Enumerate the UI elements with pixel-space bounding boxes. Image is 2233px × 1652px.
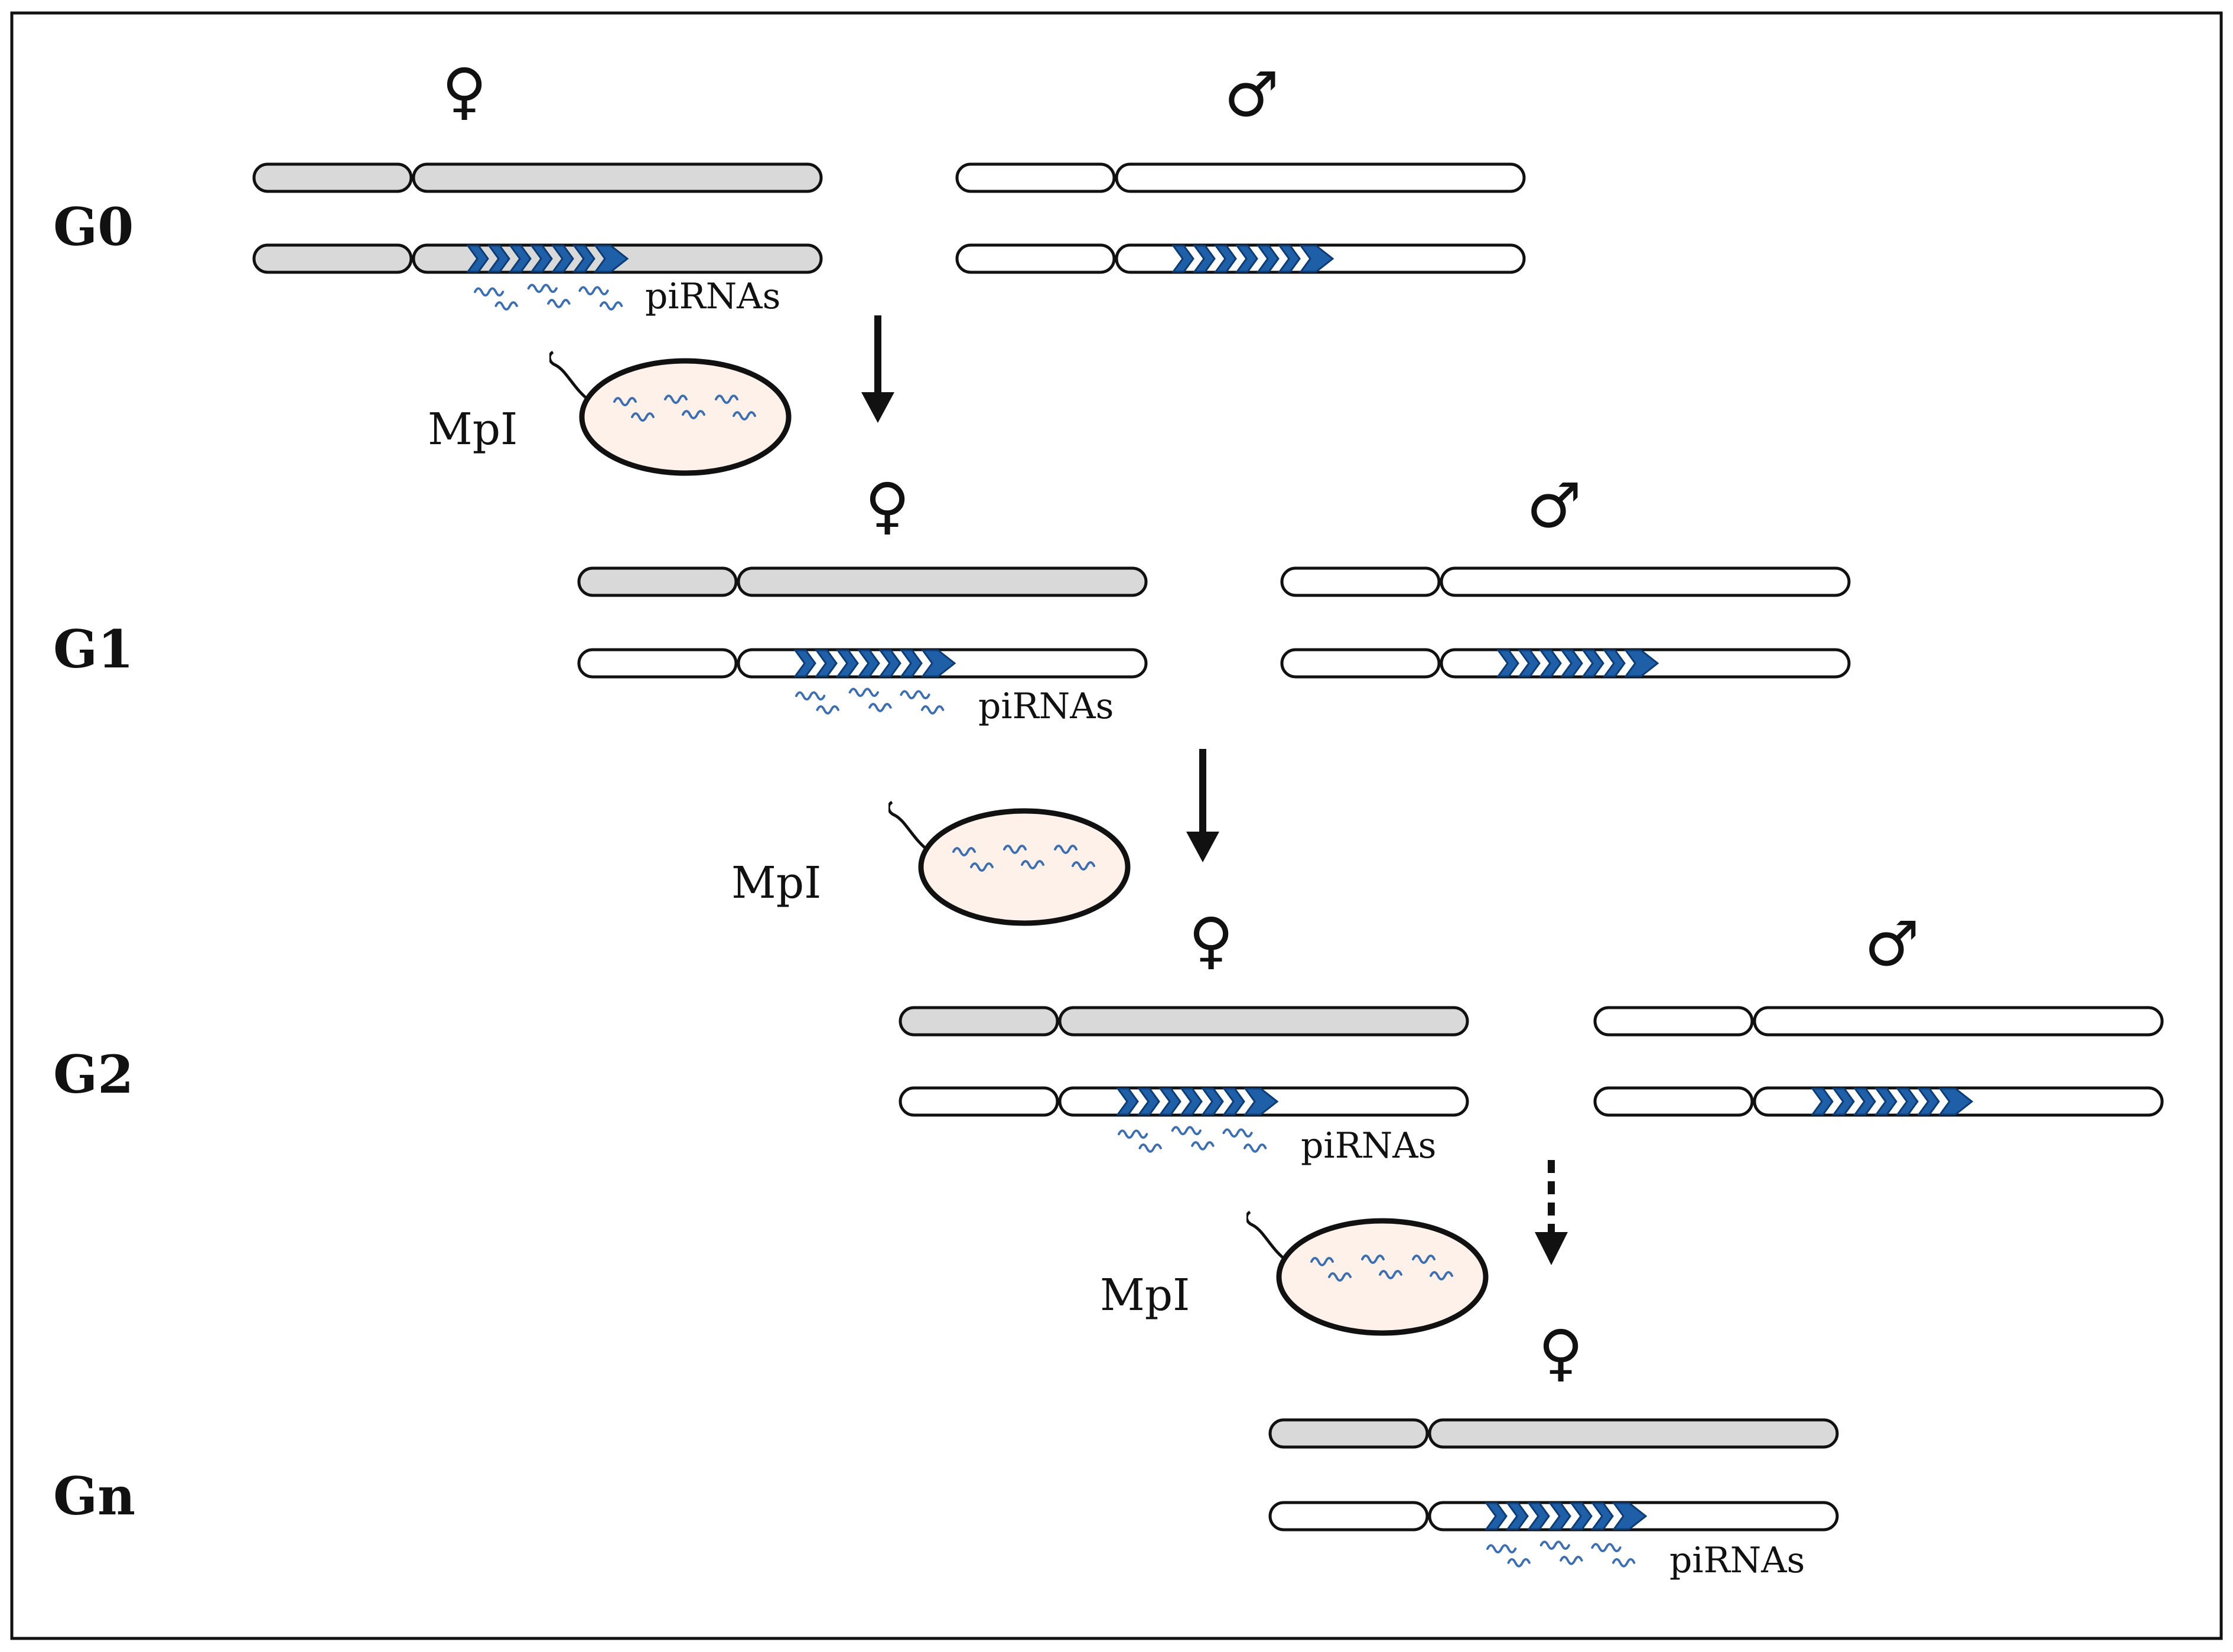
male-symbol: ♂ bbox=[1864, 908, 1919, 980]
dashed-arrow bbox=[1535, 1160, 1568, 1265]
paternal-chromosome-2 bbox=[1593, 1086, 2164, 1117]
generation-label: G2 bbox=[53, 1044, 134, 1105]
mpi-label: MpI bbox=[428, 404, 517, 455]
generation-label: Gn bbox=[53, 1465, 135, 1527]
solid-arrow bbox=[861, 315, 894, 423]
generation-g2: G2 ♀ ♂ piRNAs bbox=[53, 904, 2164, 1166]
generation-label: G1 bbox=[53, 618, 134, 680]
transmission-1: MpI bbox=[428, 315, 894, 473]
pirna-label: piRNAs bbox=[978, 686, 1114, 727]
pirna-label: piRNAs bbox=[1301, 1125, 1436, 1166]
maternal-chromosome-1 bbox=[899, 1006, 1469, 1037]
paternal-chromosome-1 bbox=[1593, 1006, 2164, 1037]
pirna-label: piRNAs bbox=[1669, 1540, 1805, 1581]
generation-label: G0 bbox=[53, 196, 134, 258]
male-symbol: ♂ bbox=[1526, 470, 1581, 542]
transmission-2: MpI bbox=[731, 749, 1219, 923]
generation-g1: G1 ♀ ♂ piRNAs bbox=[53, 470, 1851, 727]
female-symbol: ♀ bbox=[865, 470, 910, 542]
generation-g0: G0 ♀ ♂ piRNAs bbox=[53, 55, 1526, 317]
maternal-chromosome-1 bbox=[252, 162, 823, 193]
figure-border bbox=[10, 11, 2223, 1640]
solid-arrow bbox=[1186, 749, 1219, 862]
transmission-3: MpI bbox=[1100, 1160, 1568, 1333]
generation-gn: Gn ♀ piRNAs bbox=[53, 1317, 1839, 1581]
paternal-chromosome-1 bbox=[1280, 566, 1851, 597]
maternal-chromosome-1 bbox=[1268, 1418, 1839, 1449]
pirna-label: piRNAs bbox=[645, 276, 780, 317]
female-symbol: ♀ bbox=[1189, 904, 1233, 976]
mpi-label: MpI bbox=[1100, 1270, 1190, 1321]
male-symbol: ♂ bbox=[1224, 58, 1279, 131]
female-symbol: ♀ bbox=[442, 55, 487, 127]
mpi-label: MpI bbox=[731, 858, 821, 908]
female-symbol: ♀ bbox=[1538, 1317, 1583, 1389]
maternal-chromosome-1 bbox=[577, 566, 1148, 597]
paternal-chromosome-1 bbox=[955, 162, 1526, 193]
